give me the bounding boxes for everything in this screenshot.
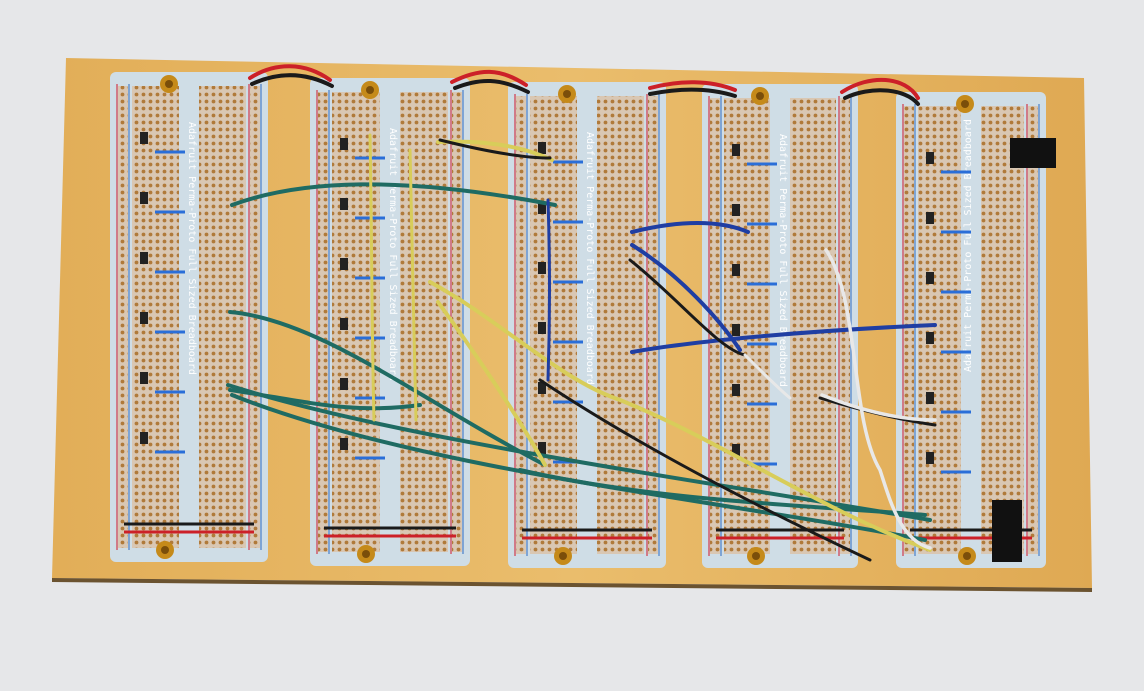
transistor: [538, 202, 546, 214]
board-label: Adafruit Perma-Proto Full Sized Breadboa…: [963, 119, 974, 372]
transistor: [140, 132, 148, 144]
blue-wire: [630, 221, 750, 234]
transistor: [340, 438, 348, 450]
white-wire: [820, 393, 937, 422]
board-label: Adafruit Perma-Proto Full Sized Breadboa…: [387, 128, 398, 381]
dc-power-jack: [1010, 138, 1056, 168]
transistor: [538, 142, 546, 154]
red-jumper-wire: [840, 78, 920, 100]
yellow-wire: [408, 148, 418, 422]
transistor: [926, 272, 934, 284]
transistor: [732, 144, 740, 156]
transistor: [926, 212, 934, 224]
transistor: [926, 392, 934, 404]
blue-wire: [546, 198, 551, 382]
perma-proto-board: Adafruit Perma-Proto Full Sized Breadboa…: [896, 92, 1046, 568]
teal-wire: [518, 468, 927, 517]
transistor: [732, 264, 740, 276]
transistor: [340, 318, 348, 330]
yellow-wire: [428, 280, 932, 552]
black-jumper-wire: [453, 78, 530, 94]
breadboard-group: Adafruit Perma-Proto Full Sized Breadboa…: [110, 72, 1046, 568]
black-jumper-wire: [250, 73, 334, 88]
white-wire: [743, 353, 792, 400]
red-jumper-wire: [248, 64, 332, 82]
transistor: [340, 378, 348, 390]
yellow-wire: [368, 133, 376, 422]
black-wire: [438, 138, 552, 160]
black-jumper-wire: [843, 88, 920, 106]
ic-chip: [992, 500, 1022, 562]
white-wire: [824, 248, 932, 550]
transistor: [732, 384, 740, 396]
black-jumper-wire: [648, 87, 737, 98]
perma-proto-board: Adafruit Perma-Proto Full Sized Breadboa…: [110, 72, 268, 562]
transistor: [732, 444, 740, 456]
board-label: Adafruit Perma-Proto Full Sized Breadboa…: [186, 122, 197, 375]
yellow-wire: [436, 300, 547, 467]
jumper-wires: [226, 64, 937, 562]
board-label: Adafruit Perma-Proto Full Sized Breadboa…: [584, 132, 595, 385]
red-jumper-wire: [648, 80, 737, 92]
transistor: [340, 198, 348, 210]
teal-wire: [230, 182, 557, 207]
black-wire: [628, 258, 747, 357]
transistor: [732, 324, 740, 336]
perma-proto-board: Adafruit Perma-Proto Full Sized Breadboa…: [702, 84, 858, 568]
transistor: [140, 252, 148, 264]
transistor: [732, 204, 740, 216]
transistor: [140, 312, 148, 324]
transistor: [926, 452, 934, 464]
red-jumper-wire: [450, 69, 528, 87]
transistor: [140, 192, 148, 204]
perma-proto-board: Adafruit Perma-Proto Full Sized Breadboa…: [310, 78, 470, 566]
transistor: [340, 138, 348, 150]
transistor: [140, 432, 148, 444]
transistor: [926, 152, 934, 164]
transistor: [538, 442, 546, 454]
transistor: [538, 382, 546, 394]
transistor: [538, 262, 546, 274]
wooden-base-edge: [52, 578, 1092, 592]
blue-wire: [630, 323, 937, 354]
teal-wire: [228, 388, 422, 411]
transistor: [340, 258, 348, 270]
perma-proto-board: Adafruit Perma-Proto Full Sized Breadboa…: [508, 82, 666, 568]
transistor: [538, 322, 546, 334]
transistor: [140, 372, 148, 384]
black-wire: [538, 378, 872, 562]
transistor: [926, 332, 934, 344]
board-label: Adafruit Perma-Proto Full Sized Breadboa…: [777, 134, 788, 387]
